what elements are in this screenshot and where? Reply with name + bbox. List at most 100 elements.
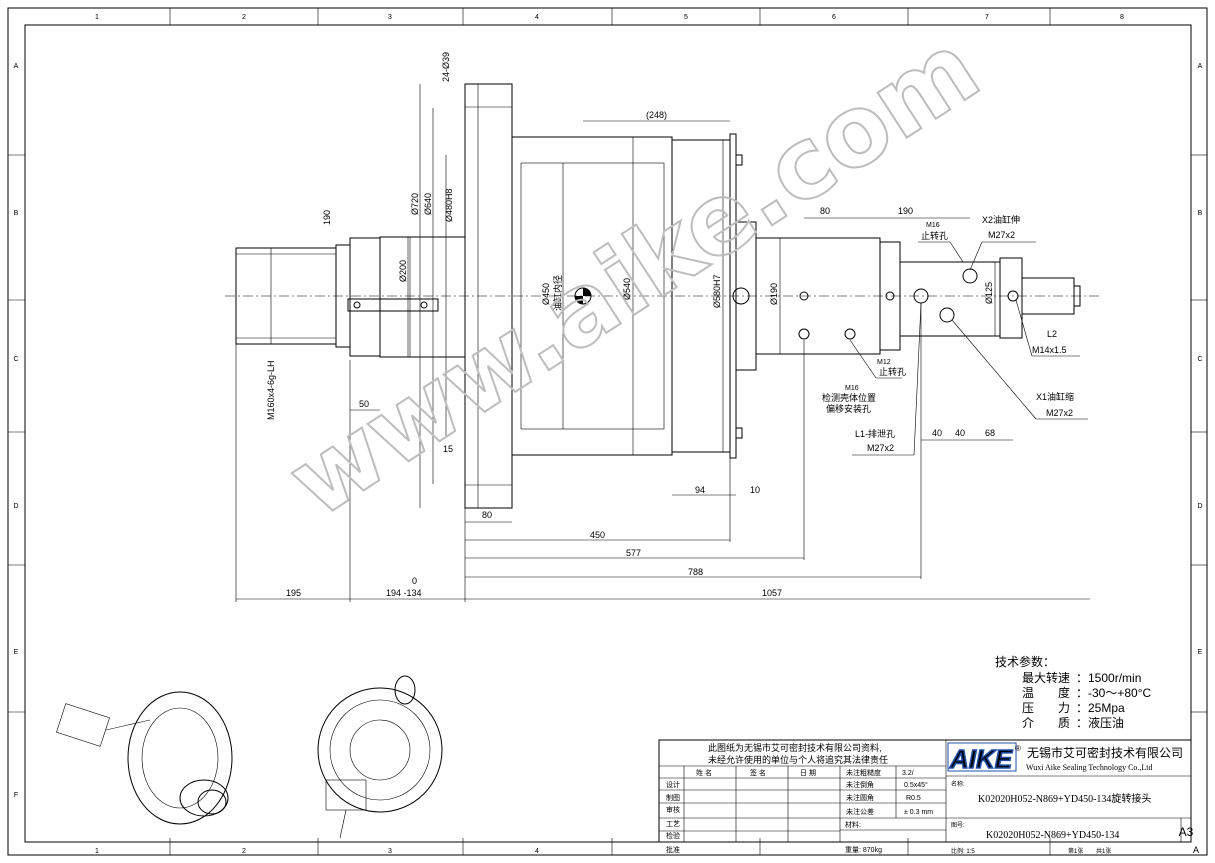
callout-x1-thread: M27x2 (1046, 408, 1073, 418)
spec-label-chamfer: 未注倒角 (846, 780, 874, 789)
spec-label: 介 质 (1022, 716, 1070, 730)
spec-value: ：液压油 (1076, 715, 1124, 730)
dim-200: Ø200 (398, 260, 408, 282)
dim-580h7: Ø580H7 (712, 274, 722, 308)
spec-value-chamfer: 0.5x45° (904, 781, 928, 789)
thread-label: M160x4-6g-LH (266, 360, 276, 420)
callout-x1-title: X1油缸缩 (1036, 391, 1074, 402)
outer-frame (7, 7, 1208, 856)
callout-m16-detect-l1: 检测壳体位置 (822, 392, 876, 403)
dim-577: 577 (626, 548, 641, 558)
zone-grid (8, 8, 1207, 855)
spec-value-fillet: R0.5 (906, 795, 921, 802)
drawing-no-label: 图号: (951, 822, 965, 829)
dim-540: Ø540 (622, 278, 632, 300)
role-inspection: 检验 (666, 831, 680, 840)
dim-24-39: 24-Ø39 (441, 52, 451, 82)
callout-l2-thread: M14x1.5 (1032, 345, 1067, 355)
revision: A (1193, 845, 1199, 855)
row-label: A (1198, 63, 1203, 70)
column-label: 4 (535, 14, 539, 21)
dim-40a: 40 (932, 428, 942, 438)
spec-label: 最大转速 (1022, 670, 1070, 685)
name-label: 名称: (951, 780, 965, 788)
notice-line-1: 此图纸为无锡市艾可密封技术有限公司资料, (708, 742, 882, 753)
column-label: 5 (684, 14, 688, 21)
row-label: C (1197, 356, 1202, 363)
dim-1057: 1057 (762, 588, 782, 598)
dimension-lines (235, 84, 1090, 602)
column-label: 6 (832, 14, 836, 21)
column-label: 8 (1120, 14, 1124, 21)
row-label: B (1198, 210, 1203, 217)
dim-480h8: Ø480H8 (444, 188, 454, 222)
roughness-mark: 3.2/ (902, 770, 914, 777)
weight: 重量: 870kg (845, 846, 882, 854)
dim-10: 10 (750, 485, 760, 495)
dim-80-flange: 80 (482, 510, 492, 520)
spec-label-roughness: 未注粗糙度 (846, 768, 881, 777)
logo: AIKE (949, 744, 1013, 774)
spec-value: ：-30～+80°C (1076, 686, 1151, 700)
port-x2 (962, 268, 978, 284)
column-labels: 1 2 3 4 5 6 7 8 1 2 3 4 (95, 14, 1124, 855)
column-label: 2 (242, 14, 246, 21)
scale: 比例: 1:5 (951, 847, 975, 855)
role-design: 设计 (666, 780, 680, 789)
column-label: 3 (388, 14, 392, 21)
row-label: E (1198, 649, 1203, 656)
dim-194: 194 -134 (386, 588, 422, 598)
dim-40b: 40 (955, 428, 965, 438)
hub (349, 237, 381, 357)
dim-450: Ø450 (541, 283, 551, 305)
callouts: X2油缸伸 M27x2 M16 止转孔 M12 止转孔 M16 检测壳体位置 偏… (822, 214, 1088, 456)
row-label: C (13, 356, 18, 363)
spec-label: 压 力 (1022, 701, 1070, 715)
key (347, 298, 439, 312)
callout-m12: M12 (877, 359, 891, 366)
header-name: 姓 名 (696, 768, 712, 777)
dim-15: 15 (443, 444, 453, 454)
dim-450-len: 450 (590, 530, 605, 540)
row-label: F (14, 792, 18, 799)
sheet-a: 第1张 (1068, 847, 1083, 855)
isometric-view-1 (56, 691, 233, 825)
main-view (225, 83, 1100, 509)
spec-label-fillet: 未注圆角 (846, 793, 874, 802)
notice-line-2: 未经允许使用的单位与个人将追究其法律责任 (708, 754, 888, 765)
company-cn: 无锡市艾可密封技术有限公司 (1027, 745, 1183, 760)
column-label: 4 (535, 848, 539, 855)
sheet-size: A3 (1179, 825, 1194, 839)
drawing-no: K02020H052-N869+YD450-134 (986, 830, 1119, 841)
role-review: 审核 (666, 805, 680, 814)
column-label: 1 (95, 848, 99, 855)
callout-x2-title: X2油缸伸 (982, 214, 1020, 225)
callout-m12-label: 止转孔 (879, 366, 906, 377)
role-approval: 批准 (666, 845, 680, 854)
inner-frame (24, 24, 1192, 843)
dim-640: Ø640 (423, 193, 433, 215)
tech-specs: 技术参数： 最大转速 ：1500r/min 温 度 ：-30～+80°C 压 力… (995, 654, 1151, 730)
row-label: D (1197, 503, 1202, 510)
spec-value: ：25Mpa (1076, 701, 1125, 715)
dim-195: 195 (286, 588, 301, 598)
spec-value-tolerance: ± 0.3 mm (904, 809, 933, 816)
port-x1 (939, 307, 955, 323)
dim-450-note: 油缸内径 (552, 275, 563, 311)
column-label: 2 (242, 848, 246, 855)
dim-248: (248) (646, 110, 667, 120)
port-l2 (1007, 290, 1019, 302)
dim-190-top: 190 (898, 206, 913, 216)
isometric-view-2 (317, 675, 443, 839)
logo-mark: ® (1015, 744, 1021, 753)
sheet-b: 共1张 (1096, 847, 1111, 855)
callout-m16-stop: M16 (926, 222, 940, 229)
spec-value: ：1500r/min (1076, 671, 1141, 685)
dim-190-dist: Ø190 (769, 283, 779, 305)
row-label: B (14, 210, 19, 217)
watermark: www.aike.com (269, 11, 999, 540)
spec-label: 温 度 (1022, 685, 1070, 700)
role-process: 工艺 (666, 820, 680, 828)
dim-50: 50 (359, 399, 369, 409)
